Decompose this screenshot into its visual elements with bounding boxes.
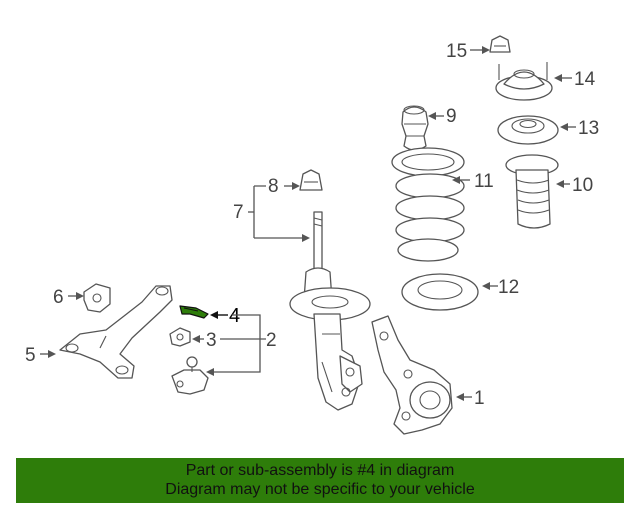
part-4-highlighted xyxy=(179,305,209,319)
parts-diagram: 15 14 13 9 10 1 xyxy=(25,35,599,435)
arrow-7 xyxy=(302,234,310,242)
arrow-4 xyxy=(210,311,218,319)
arrow-12 xyxy=(482,282,490,290)
part-strut-assembly xyxy=(289,211,371,411)
part-3-bracket xyxy=(169,327,191,347)
callout-12: 12 xyxy=(498,277,519,298)
arrow-11 xyxy=(452,176,460,184)
callout-3: 3 xyxy=(206,330,217,351)
callout-9: 9 xyxy=(446,106,457,127)
callout-14: 14 xyxy=(574,69,596,90)
callout-7: 7 xyxy=(233,202,244,223)
part-5-control-arm xyxy=(59,285,173,379)
part-10-dust-boot xyxy=(505,154,559,229)
arrow-13 xyxy=(560,123,568,131)
callout-5: 5 xyxy=(25,345,36,366)
callout-15: 15 xyxy=(446,41,467,62)
notice-banner: Part or sub-assembly is #4 in diagram Di… xyxy=(16,458,624,503)
callout-2: 2 xyxy=(266,330,277,351)
part-13-spring-seat xyxy=(497,115,559,145)
part-15-nut xyxy=(489,35,511,53)
callout-1: 1 xyxy=(474,388,485,409)
bracket-7 xyxy=(253,185,306,239)
callout-6: 6 xyxy=(53,287,64,308)
arrow-14 xyxy=(554,74,562,82)
part-6-bushing xyxy=(83,283,111,313)
notice-line-2: Diagram may not be specific to your vehi… xyxy=(165,481,475,498)
arrow-9 xyxy=(428,112,436,120)
arrow-15 xyxy=(482,46,490,54)
notice-line-1: Part or sub-assembly is #4 in diagram xyxy=(185,462,455,479)
arrow-5 xyxy=(48,350,56,358)
callout-4: 4 xyxy=(229,305,240,327)
part-12-insulator xyxy=(401,273,479,311)
arrow-2 xyxy=(206,368,214,376)
callout-8: 8 xyxy=(268,176,279,197)
part-8-nut xyxy=(299,169,323,191)
arrow-6 xyxy=(76,292,84,300)
callout-11: 11 xyxy=(474,171,494,192)
arrow-8 xyxy=(292,182,300,190)
part-9-bump-stop xyxy=(401,105,429,151)
part-1-knuckle xyxy=(371,315,453,435)
arrow-1 xyxy=(456,393,464,401)
part-ball-joint xyxy=(171,356,209,395)
part-14-strut-mount xyxy=(495,62,553,101)
callout-10: 10 xyxy=(572,175,593,196)
bracket-2 xyxy=(210,314,266,373)
arrow-10 xyxy=(556,180,564,188)
part-11-coil-spring xyxy=(391,147,465,262)
callout-13: 13 xyxy=(578,118,599,139)
arrow-3 xyxy=(192,335,200,343)
